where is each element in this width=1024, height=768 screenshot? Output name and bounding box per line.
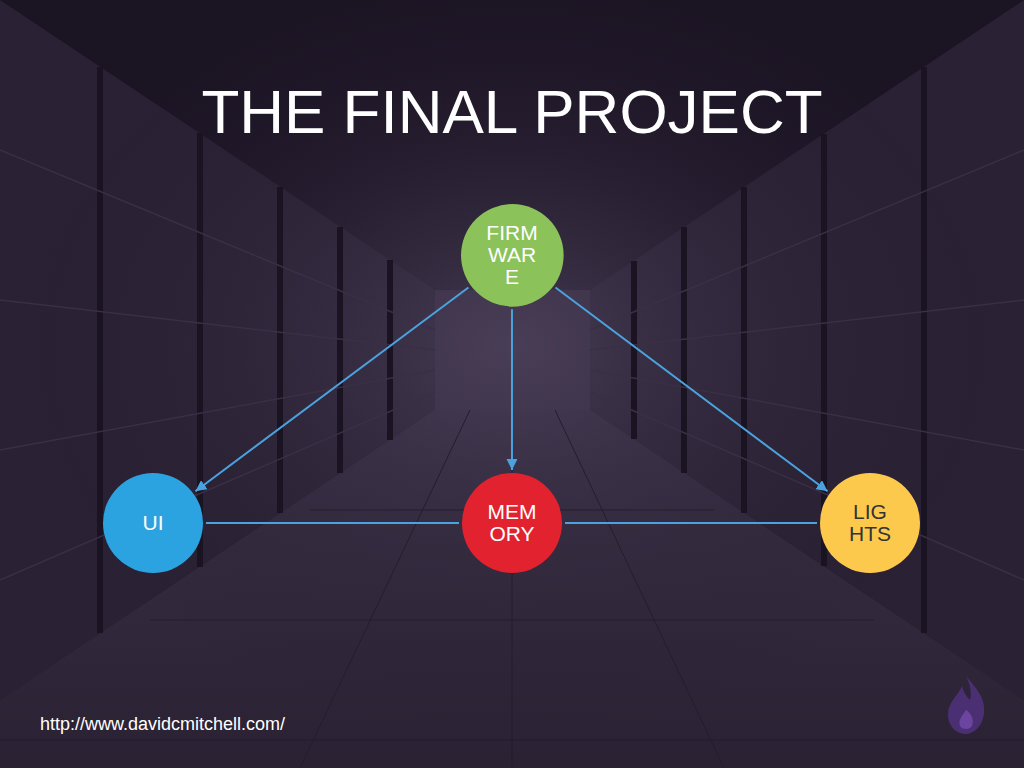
url-label: http://www.davidcmitchell.com/ bbox=[40, 714, 285, 735]
memory-circle: MEM ORY bbox=[462, 473, 562, 573]
circle-fill bbox=[462, 473, 562, 573]
circle-fill bbox=[103, 473, 203, 573]
flame-logo bbox=[948, 676, 984, 734]
title: THE FINAL PROJECT bbox=[0, 76, 1024, 147]
connector-arrow bbox=[555, 288, 827, 492]
connector-line bbox=[206, 522, 459, 524]
node-text: MEM ORY bbox=[481, 501, 543, 545]
node-text: FIRM WAR E bbox=[481, 222, 543, 288]
flame-shape bbox=[948, 676, 984, 734]
connector-line bbox=[565, 522, 817, 524]
node-text: UI bbox=[143, 512, 164, 534]
rack-dividers bbox=[100, 67, 924, 633]
flame-core bbox=[959, 710, 972, 729]
rack-shelves bbox=[0, 150, 1024, 580]
circle-fill bbox=[461, 204, 564, 307]
lights-circle: LIG HTS bbox=[820, 473, 920, 573]
circle-fill bbox=[820, 473, 920, 573]
firmware-circle: FIRM WAR E bbox=[461, 204, 564, 307]
node-text: LIG HTS bbox=[839, 501, 901, 545]
ui-circle: UI bbox=[103, 473, 203, 573]
connector-arrow bbox=[195, 287, 468, 491]
connector-arrow bbox=[511, 309, 513, 470]
